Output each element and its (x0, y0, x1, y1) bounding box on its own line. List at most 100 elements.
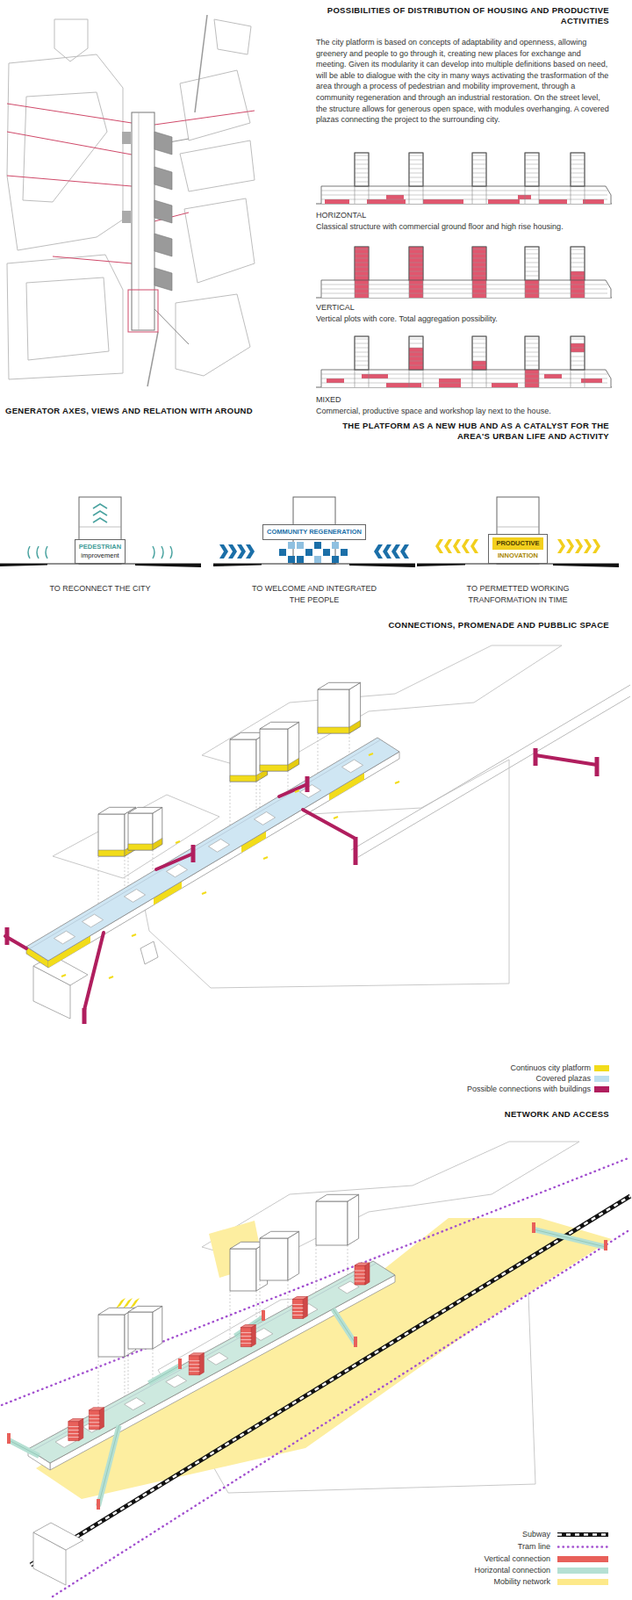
floor-line (570, 343, 585, 345)
floor-line (354, 249, 369, 251)
floor-line (188, 1366, 200, 1368)
floor-line (524, 343, 539, 345)
building-base (98, 849, 125, 856)
building-connection (84, 932, 104, 1010)
core-line (538, 186, 540, 204)
program-fill (491, 382, 518, 388)
tower-outline (354, 246, 369, 281)
horizontal-connection-edge (533, 1228, 606, 1247)
floor-line (409, 258, 424, 259)
option-title: VERTICAL (316, 301, 613, 314)
view-axis (7, 103, 132, 123)
core-line (472, 369, 474, 388)
skylight (342, 759, 364, 773)
floor-line (409, 164, 424, 166)
people-mark (368, 753, 374, 755)
drop-line (317, 732, 319, 778)
people-mark (131, 933, 137, 936)
program-fill (517, 194, 532, 200)
terrain (213, 563, 262, 567)
skylight (165, 1374, 187, 1387)
tower-outline (354, 152, 369, 187)
tower-outline (524, 336, 539, 370)
people-mark (263, 856, 268, 859)
connection-post (603, 1239, 608, 1250)
rail-line (358, 696, 631, 857)
core-line (584, 280, 586, 298)
icon-box: PRODUCTIVEINNOVATION (488, 533, 547, 564)
terrain (0, 563, 48, 567)
floor-line (409, 177, 424, 179)
program-fill (538, 199, 568, 204)
connection-post (7, 1432, 11, 1444)
community-block (331, 541, 339, 549)
tower-outline (354, 336, 369, 370)
floor-line (472, 266, 487, 268)
skylight (207, 1351, 229, 1365)
floor-line (354, 360, 369, 362)
floor-line (354, 181, 369, 183)
platform-side (48, 751, 400, 968)
tower-outline (570, 336, 585, 370)
tower-outline (472, 336, 487, 370)
horizontal-connection-edge (332, 1308, 356, 1343)
community-block (340, 548, 348, 556)
floor-line (570, 155, 585, 157)
program-fill (488, 199, 520, 204)
floor-line (570, 172, 585, 174)
community-block (323, 548, 331, 556)
community-block (331, 555, 339, 563)
chevron (583, 538, 592, 553)
floor-line (472, 168, 487, 170)
section-icon (416, 496, 619, 568)
floor-line (570, 351, 585, 353)
floor-line (472, 155, 487, 157)
connection-post (531, 1221, 536, 1233)
floor-line (409, 275, 424, 277)
platform-side (50, 1274, 395, 1470)
legend-label: Possible connections with buildings (362, 1084, 591, 1094)
vertical-connection (88, 1407, 104, 1410)
floor-line (570, 271, 585, 273)
railway-line (147, 331, 158, 387)
building-front (259, 1237, 288, 1280)
building-front (128, 812, 153, 850)
axonometric-connections (5, 645, 631, 1024)
floor-line (409, 253, 424, 255)
floor-line (188, 1370, 200, 1372)
icon-caption: TO RECONNECT THE CITY (12, 582, 188, 595)
vertical-connection (354, 1262, 370, 1265)
vertical-connection (354, 1264, 366, 1285)
chevron (373, 544, 383, 559)
legend-swatch (594, 1075, 610, 1082)
core-line (570, 280, 572, 298)
floor-line (524, 275, 539, 277)
icon-caption: TO PERMETTED WORKING TRANFORMATION IN TI… (447, 582, 589, 605)
floor-line (88, 1421, 100, 1422)
vertical-connection (365, 1262, 370, 1285)
building-front (128, 1311, 153, 1349)
floor-line (409, 271, 424, 273)
horizontal-connection (149, 1364, 180, 1383)
floor-line (292, 1314, 303, 1315)
floor-line (570, 262, 585, 264)
skylight (208, 839, 230, 853)
floor-line (321, 190, 608, 192)
building-top (259, 721, 300, 729)
program-fill (582, 199, 604, 204)
community-block (279, 548, 287, 556)
connection-post (305, 775, 310, 792)
tower-footprint (154, 131, 173, 155)
floor-line (354, 365, 369, 367)
connection-post (353, 836, 359, 865)
floor-line (524, 271, 539, 273)
building-front (316, 1200, 348, 1245)
chevron (28, 545, 30, 559)
floor-line (524, 155, 539, 157)
drop-line (316, 1244, 317, 1297)
option-description: Commercial, productive space and worksho… (316, 405, 613, 417)
chevron (228, 544, 237, 559)
description-text: The city platform is based on concepts o… (316, 36, 613, 126)
people-mark (175, 840, 180, 843)
core-line (570, 369, 572, 388)
